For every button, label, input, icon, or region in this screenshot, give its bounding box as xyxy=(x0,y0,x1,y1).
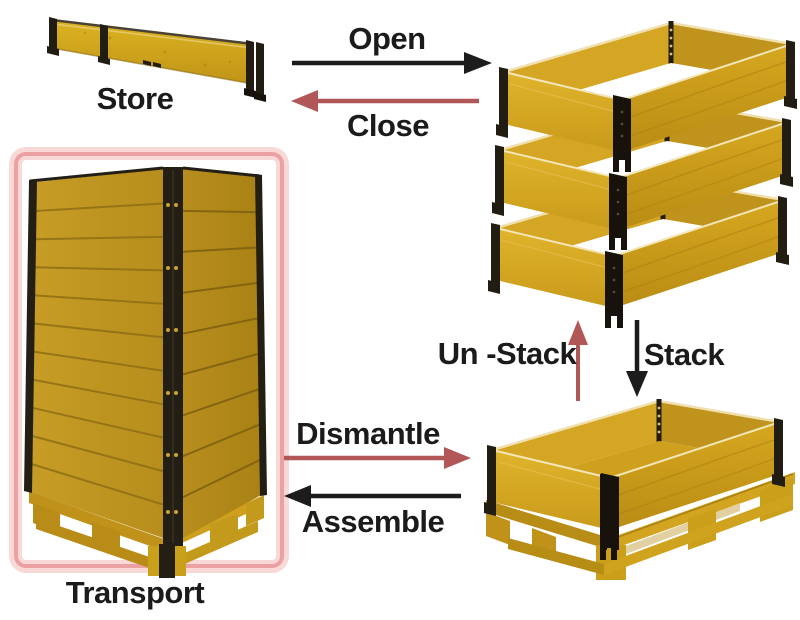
collar-stack-illustration xyxy=(487,19,798,329)
folded-collar-hinges xyxy=(47,17,266,102)
collar-1 xyxy=(495,19,798,173)
open-label: Open xyxy=(348,21,426,56)
stack-arrow xyxy=(626,320,648,397)
unstack-arrow xyxy=(568,320,588,401)
collar-3 xyxy=(487,175,790,329)
open-arrow xyxy=(292,52,492,74)
collar-2 xyxy=(491,97,794,251)
assemble-arrow xyxy=(284,485,461,507)
pallet-collar-illustration xyxy=(483,397,795,580)
folded-collar-illustration xyxy=(47,17,266,102)
unstack-label: Un -Stack xyxy=(437,336,577,371)
transport-pallet-base xyxy=(29,491,264,578)
pallet-base xyxy=(486,472,795,580)
close-arrow xyxy=(291,90,479,112)
transport-label: Transport xyxy=(65,575,205,610)
transport-stack-illustration xyxy=(24,166,267,578)
store-label: Store xyxy=(96,81,174,116)
stack-label: Stack xyxy=(643,337,725,372)
close-label: Close xyxy=(347,108,429,143)
assemble-label: Assemble xyxy=(301,504,445,539)
dismantle-label: Dismantle xyxy=(296,416,440,451)
dismantle-arrow xyxy=(284,447,471,469)
